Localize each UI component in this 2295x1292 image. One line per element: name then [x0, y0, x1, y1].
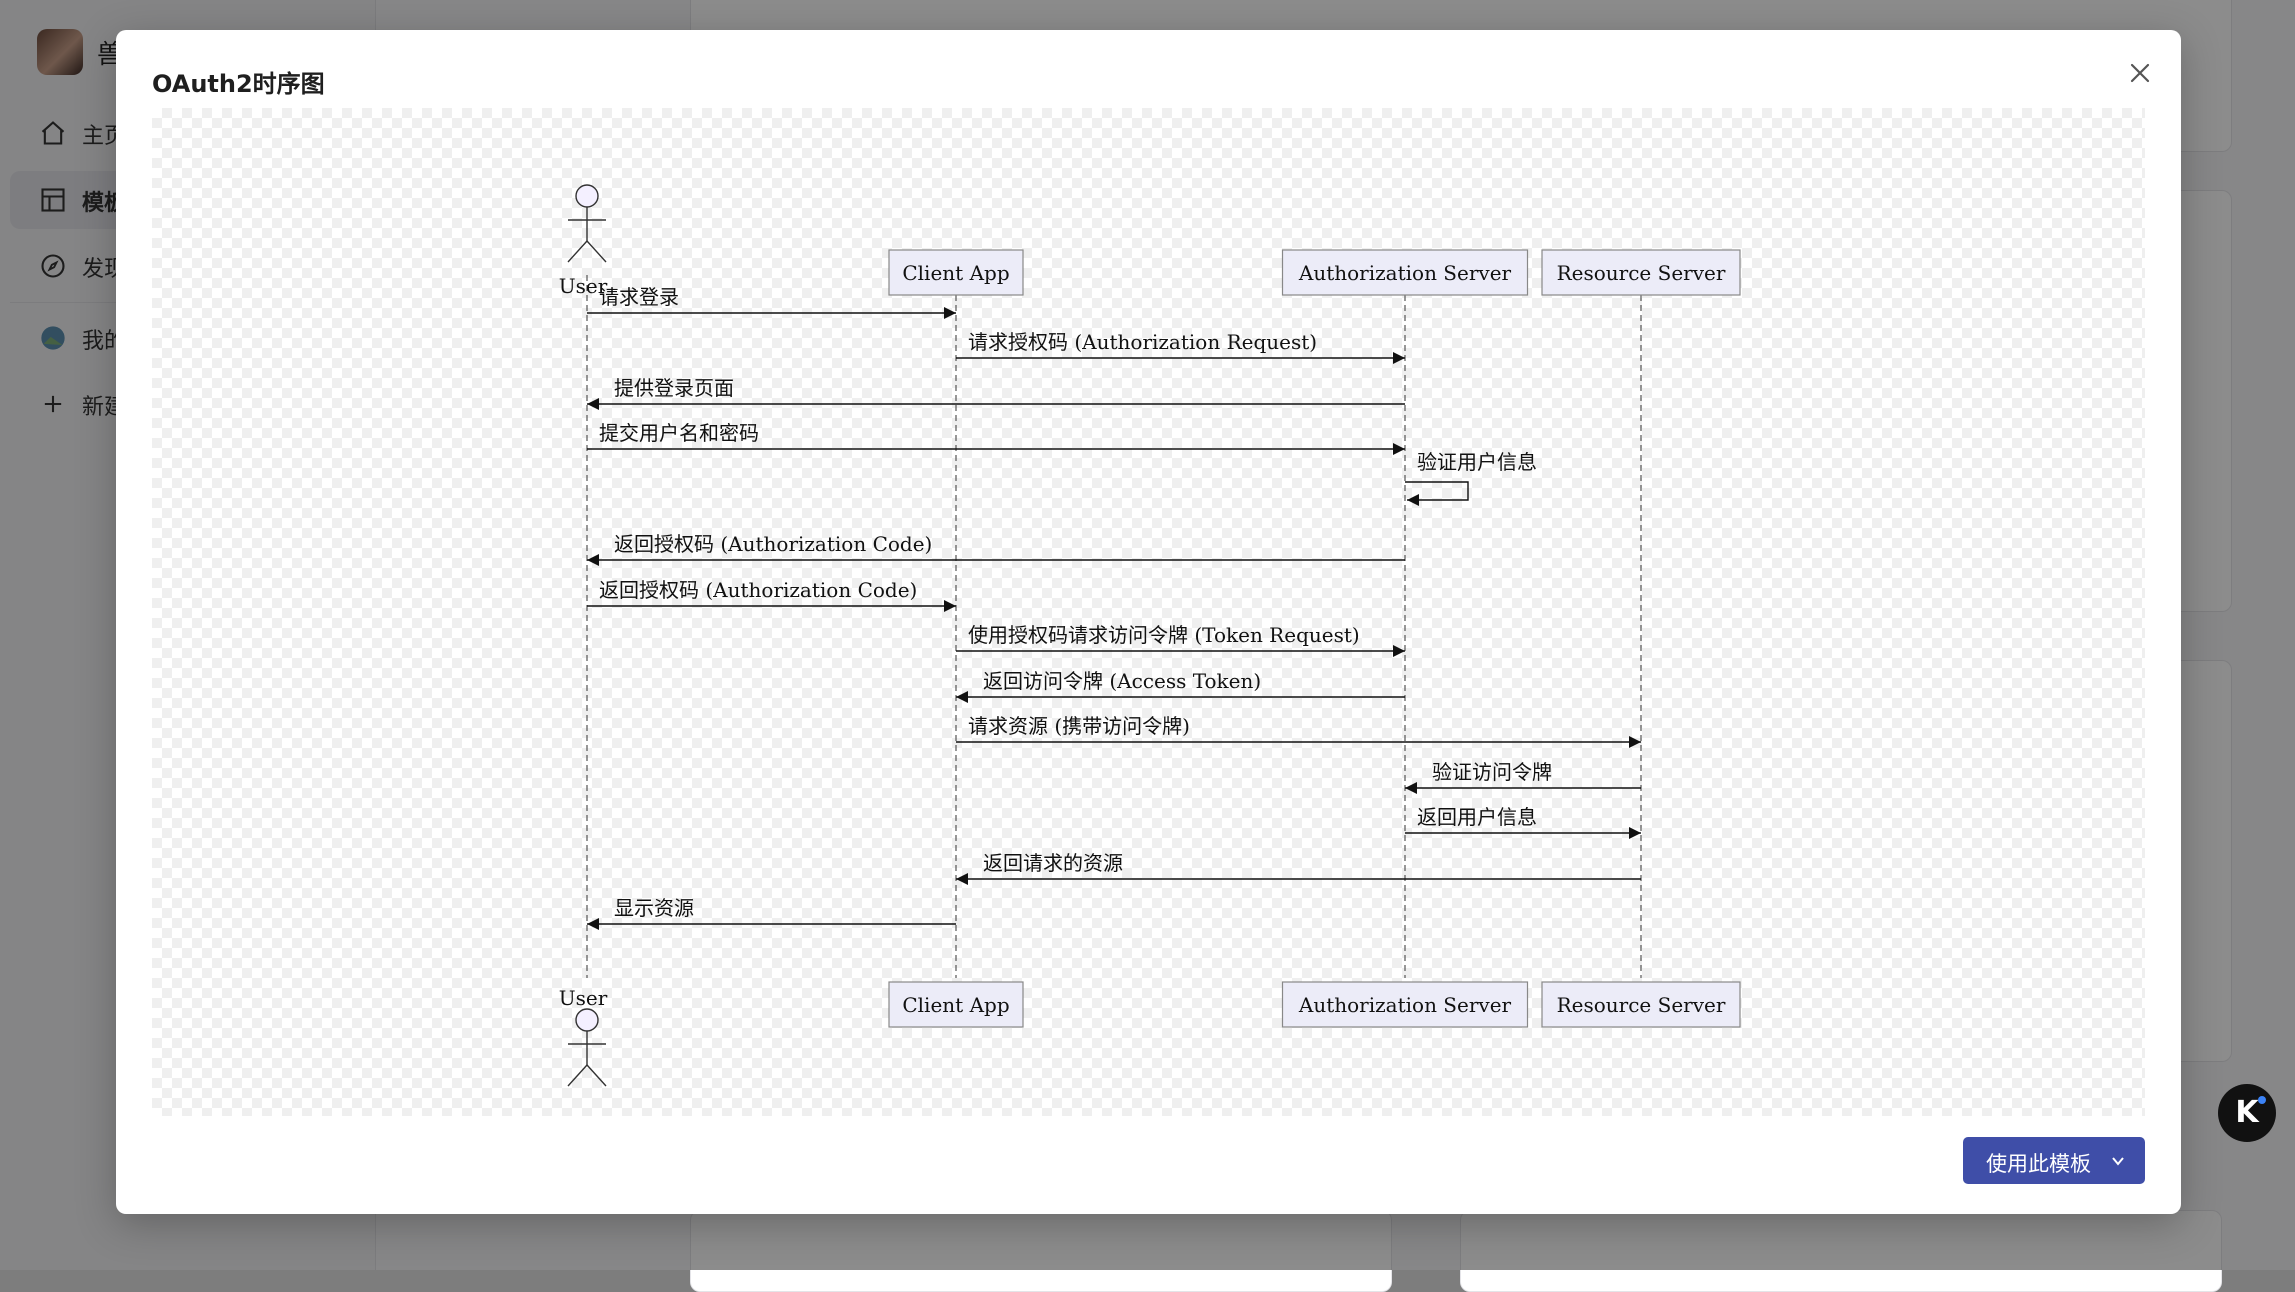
message-label: 返回用户信息 [1417, 805, 1537, 829]
participant-label: Client App [902, 261, 1009, 285]
participant-label: Resource Server [1557, 261, 1726, 285]
message-arrow-self [1405, 481, 1469, 506]
actor-label: User [559, 274, 608, 298]
modal-title: OAuth2时序图 [152, 70, 325, 98]
actor-leg [586, 240, 607, 263]
avatar-icon [41, 326, 65, 350]
actor-figure-bottom [567, 1008, 607, 1087]
template-icon [41, 188, 65, 212]
participant-box-resource-server [1541, 981, 1741, 1028]
participant-box-client-app [888, 249, 1024, 296]
actor-label: User [559, 986, 608, 1010]
message-label: 使用授权码请求访问令牌 (Token Request) [968, 623, 1360, 647]
actor-leg [586, 1064, 607, 1087]
participant-box-authorization-server [1281, 981, 1529, 1028]
use-template-label: 使用此模板 [1986, 1152, 2091, 1176]
participant-label: Resource Server [1557, 993, 1726, 1017]
user-avatar[interactable] [37, 29, 83, 75]
participant-label: Authorization Server [1298, 993, 1512, 1017]
assistant-button[interactable]: K [2218, 1084, 2276, 1142]
use-template-button[interactable]: 使用此模板 [1963, 1137, 2145, 1184]
message-label: 返回授权码 (Authorization Code) [614, 532, 932, 556]
message-label: 提交用户名和密码 [599, 421, 759, 445]
chevron-down-icon [2112, 1157, 2124, 1166]
actor-head [575, 1008, 599, 1032]
message-label: 显示资源 [614, 896, 694, 920]
participant-box-resource-server [1541, 249, 1741, 296]
message-label: 返回请求的资源 [983, 851, 1123, 875]
close-icon[interactable] [2123, 56, 2157, 90]
participant-label: Client App [902, 993, 1009, 1017]
participant-box-client-app [888, 981, 1024, 1028]
notification-dot [2258, 1096, 2266, 1104]
message-label: 验证用户信息 [1417, 450, 1537, 474]
participant-box-authorization-server [1281, 249, 1529, 296]
actor-leg [567, 1064, 588, 1087]
message-label: 返回授权码 (Authorization Code) [599, 578, 917, 602]
message-label: 返回访问令牌 (Access Token) [983, 669, 1261, 693]
assistant-label: K [2235, 1095, 2259, 1130]
plus-icon [44, 395, 62, 413]
message-label: 请求登录 [599, 285, 679, 309]
actor-figure-top [567, 184, 607, 263]
actor-head [575, 184, 599, 208]
message-label: 提供登录页面 [614, 376, 734, 400]
actor-leg [567, 240, 588, 263]
compass-icon [41, 254, 65, 278]
message-label: 请求授权码 (Authorization Request) [968, 330, 1317, 354]
message-label: 验证访问令牌 [1432, 760, 1552, 784]
participant-label: Authorization Server [1298, 261, 1512, 285]
home-icon [41, 121, 65, 145]
message-label: 请求资源 (携带访问令牌) [968, 714, 1190, 738]
